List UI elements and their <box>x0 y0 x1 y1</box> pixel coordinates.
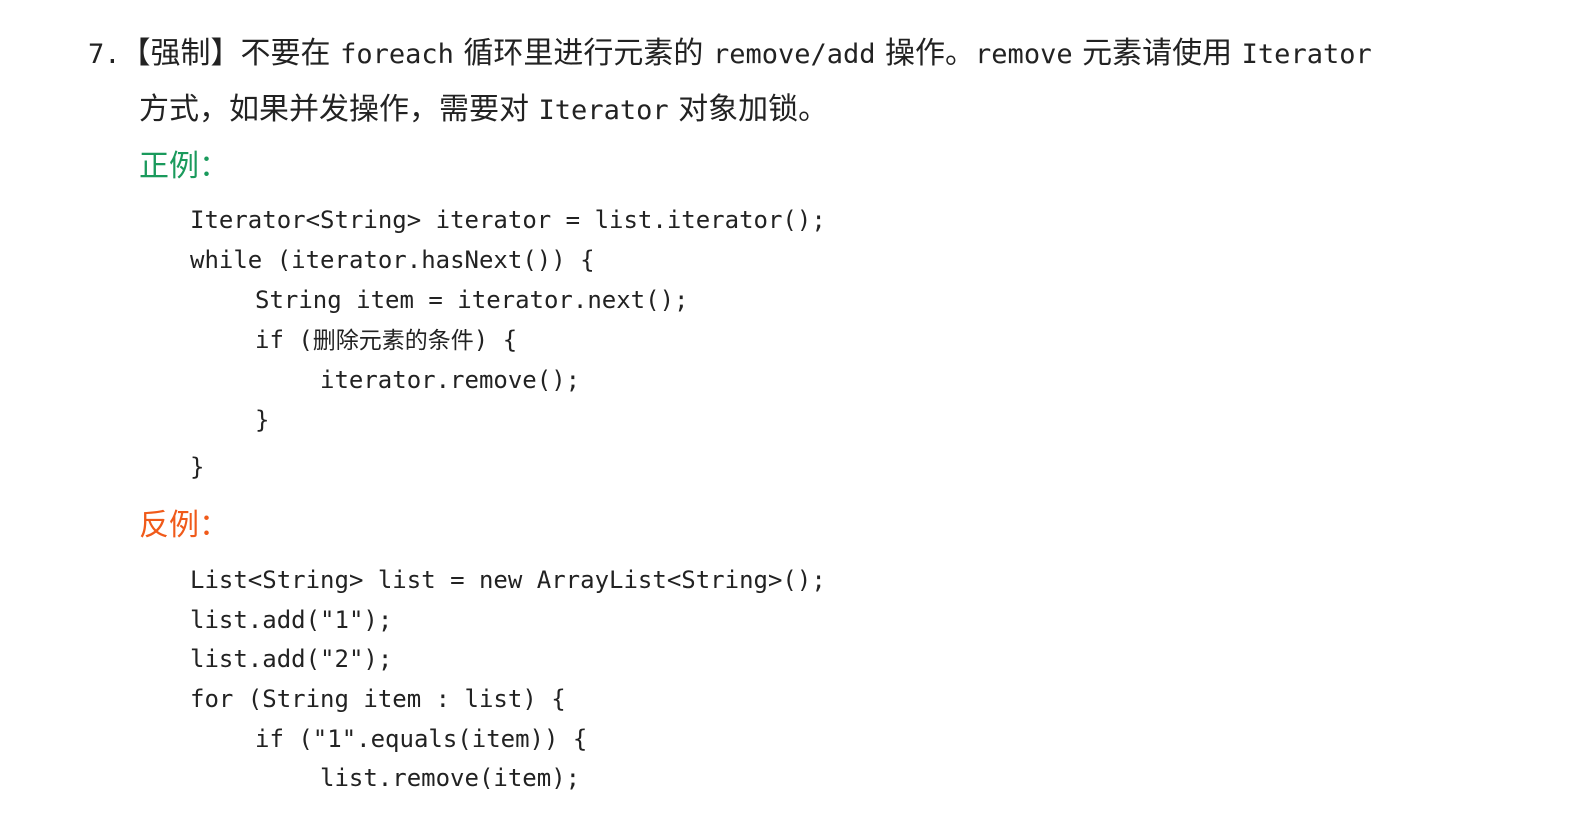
rule-code-iterator: Iterator <box>1241 39 1372 70</box>
code-line: if ("1".equals(item)) { <box>255 725 588 753</box>
code-line: } <box>255 406 270 434</box>
rule-text-4: 元素请使用 <box>1072 36 1242 71</box>
rule-code-remove-add: remove/add <box>712 39 876 70</box>
code-line: Iterator<String> iterator = list.iterato… <box>190 206 826 234</box>
code-line: list.remove(item); <box>320 764 581 792</box>
rule-code-remove: remove <box>975 39 1073 70</box>
bad-example-label: 反例： <box>139 508 229 543</box>
code-line: String item = iterator.next(); <box>255 286 689 314</box>
code-line: List<String> list = new ArrayList<String… <box>190 566 826 594</box>
rule-text-1: 不要在 <box>240 36 341 71</box>
rule-number: 7. <box>88 39 121 70</box>
rule-text-6: 对象加锁。 <box>668 92 829 127</box>
code-line: for (String item : list) { <box>190 685 566 713</box>
code-line: } <box>190 453 205 481</box>
rule-text-2: 循环里进行元素的 <box>453 36 713 71</box>
code-line: iterator.remove(); <box>320 366 581 394</box>
rule-text-3: 操作。 <box>875 36 976 71</box>
rule-text-5: 方式，如果并发操作，需要对 <box>139 92 539 127</box>
code-line: if (删除元素的条件) { <box>255 320 517 360</box>
good-example-label: 正例： <box>139 149 229 184</box>
rule-heading-continued: 方式，如果并发操作，需要对 Iterator 对象加锁。 <box>139 80 828 141</box>
rule-tag: 【强制】 <box>120 36 241 71</box>
code-fragment: if ( <box>255 326 313 354</box>
code-line: while (iterator.hasNext()) { <box>190 246 595 274</box>
code-line: list.add("2"); <box>190 645 393 673</box>
code-line: list.add("1"); <box>190 606 393 634</box>
code-condition-placeholder: 删除元素的条件 <box>312 328 474 354</box>
rule-code-foreach: foreach <box>340 39 454 70</box>
code-fragment: ) { <box>473 326 518 354</box>
rule-code-iterator-2: Iterator <box>538 95 669 126</box>
rule-heading: 7.【强制】不要在 foreach 循环里进行元素的 remove/add 操作… <box>88 24 1568 85</box>
